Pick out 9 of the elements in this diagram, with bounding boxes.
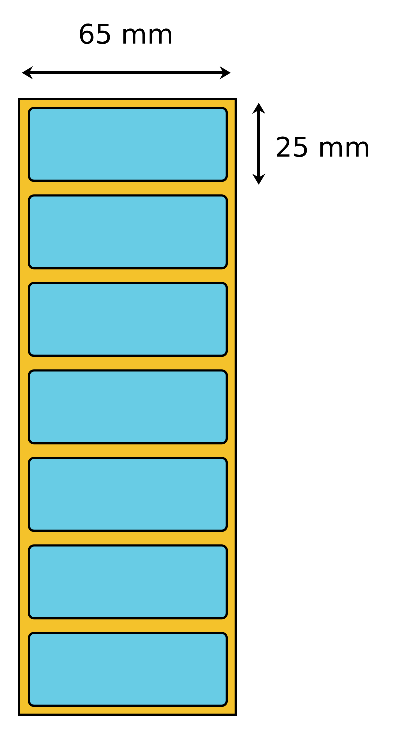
label-box — [28, 107, 228, 182]
label-box — [28, 194, 228, 270]
label-box — [28, 370, 228, 445]
dimension-label: 25 mm — [277, 136, 368, 158]
label-box — [28, 632, 228, 708]
label-box — [28, 457, 228, 532]
dimension-label: 65 mm — [80, 24, 172, 44]
label-box — [28, 544, 228, 620]
label-box — [28, 282, 228, 358]
